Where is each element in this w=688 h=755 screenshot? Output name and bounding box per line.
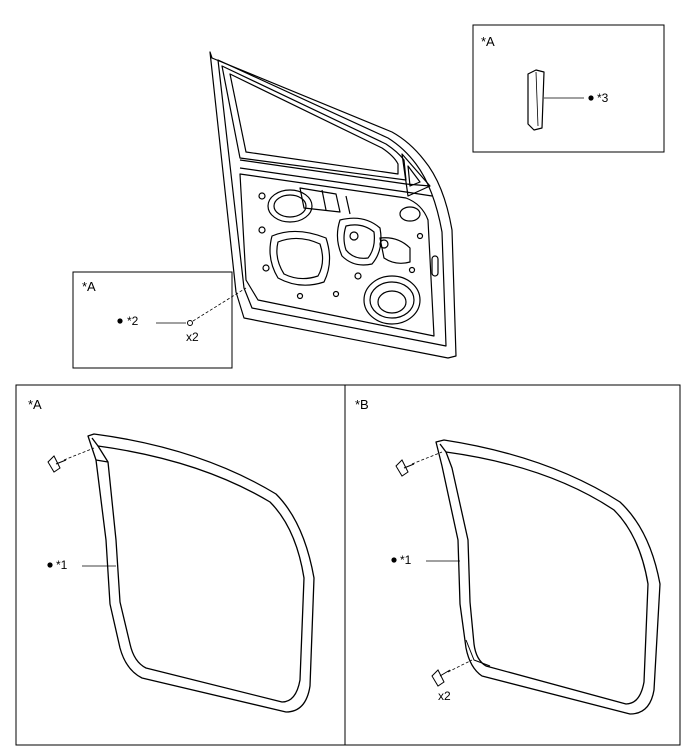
push-clip-icon xyxy=(47,455,67,473)
bottom-panels xyxy=(15,384,681,746)
panel-a: *A *1 xyxy=(28,397,315,713)
dashed-leader xyxy=(411,451,443,465)
inner-panel xyxy=(239,173,435,337)
panel-tag: *A xyxy=(28,397,42,412)
clip-icon xyxy=(187,320,193,326)
push-clip-icon xyxy=(395,459,415,477)
quantity-label: x2 xyxy=(186,330,199,344)
callout-dot xyxy=(588,95,594,101)
speaker-hole xyxy=(363,275,421,325)
callout-label: *1 xyxy=(56,558,68,572)
panel-hole-small xyxy=(399,206,421,222)
weatherstrip-piece xyxy=(527,69,545,131)
dashed-leader xyxy=(192,287,247,322)
callout-dot xyxy=(391,557,397,563)
belt-line-2 xyxy=(239,167,433,197)
panel-tag: *B xyxy=(355,397,369,412)
inset-top-right: *A *3 xyxy=(472,24,665,153)
door-assembly xyxy=(209,51,457,359)
inset-tag: *A xyxy=(481,34,495,49)
door-weatherstrip xyxy=(87,433,315,713)
window-frame-inner xyxy=(229,73,399,175)
callout-label: *3 xyxy=(597,91,609,105)
inset-left: *A *2 x2 xyxy=(72,271,247,369)
quantity-label: x2 xyxy=(438,689,451,703)
callout-dot xyxy=(47,562,53,568)
callout-label: *2 xyxy=(127,314,139,328)
panel-hole xyxy=(267,189,313,223)
door-outer-edge xyxy=(209,51,457,359)
dashed-leader xyxy=(63,447,95,461)
door-inner-edge xyxy=(217,59,447,347)
dashed-leader xyxy=(447,659,473,673)
panel-frame xyxy=(15,384,681,746)
panel-hole-large xyxy=(269,230,331,286)
door-weatherstrip xyxy=(435,439,661,715)
inset-frame xyxy=(472,24,665,153)
push-clip-icon-lower xyxy=(431,669,451,687)
mirror-corner xyxy=(401,153,431,197)
panel-b: *B x2 *1 xyxy=(355,397,661,715)
inset-tag: *A xyxy=(82,279,96,294)
panel-hole-mid xyxy=(336,217,382,266)
callout-dot xyxy=(117,318,123,324)
callout-label: *1 xyxy=(400,553,412,567)
inset-frame xyxy=(72,271,233,369)
